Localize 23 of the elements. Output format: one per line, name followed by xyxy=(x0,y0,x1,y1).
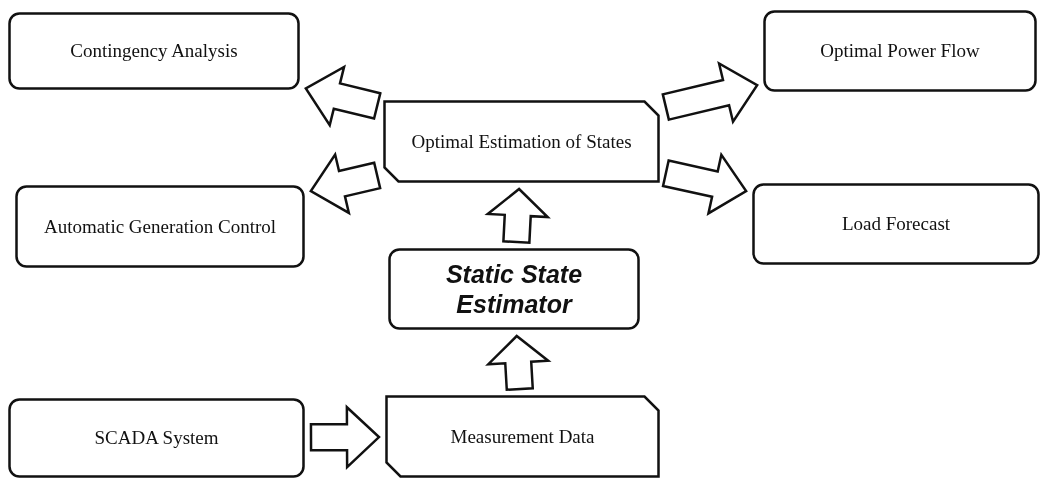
node-label: Automatic Generation Control xyxy=(42,214,278,239)
block-arrow xyxy=(485,334,552,392)
node-label: Load Forecast xyxy=(840,212,952,237)
data-box xyxy=(383,100,660,183)
node-label: Optimal Estimation of States xyxy=(410,129,633,154)
process-box xyxy=(15,185,305,268)
block-arrow xyxy=(661,151,748,216)
node-label: Static State Estimator xyxy=(444,259,584,319)
data-box xyxy=(385,395,660,478)
node-label: Contingency Analysis xyxy=(69,39,239,64)
node-label: Optimal Power Flow xyxy=(819,39,981,64)
block-arrow xyxy=(309,404,381,471)
node-label: Measurement Data xyxy=(449,424,596,449)
process-box xyxy=(752,183,1040,265)
process-box xyxy=(8,398,305,478)
process-box xyxy=(8,12,300,90)
block-arrow xyxy=(484,187,551,244)
node-label: SCADA System xyxy=(93,426,220,451)
block-arrow xyxy=(661,60,759,125)
block-arrow xyxy=(309,151,382,216)
process-box xyxy=(763,10,1037,92)
process-box xyxy=(388,248,640,330)
block-arrow xyxy=(304,64,382,129)
